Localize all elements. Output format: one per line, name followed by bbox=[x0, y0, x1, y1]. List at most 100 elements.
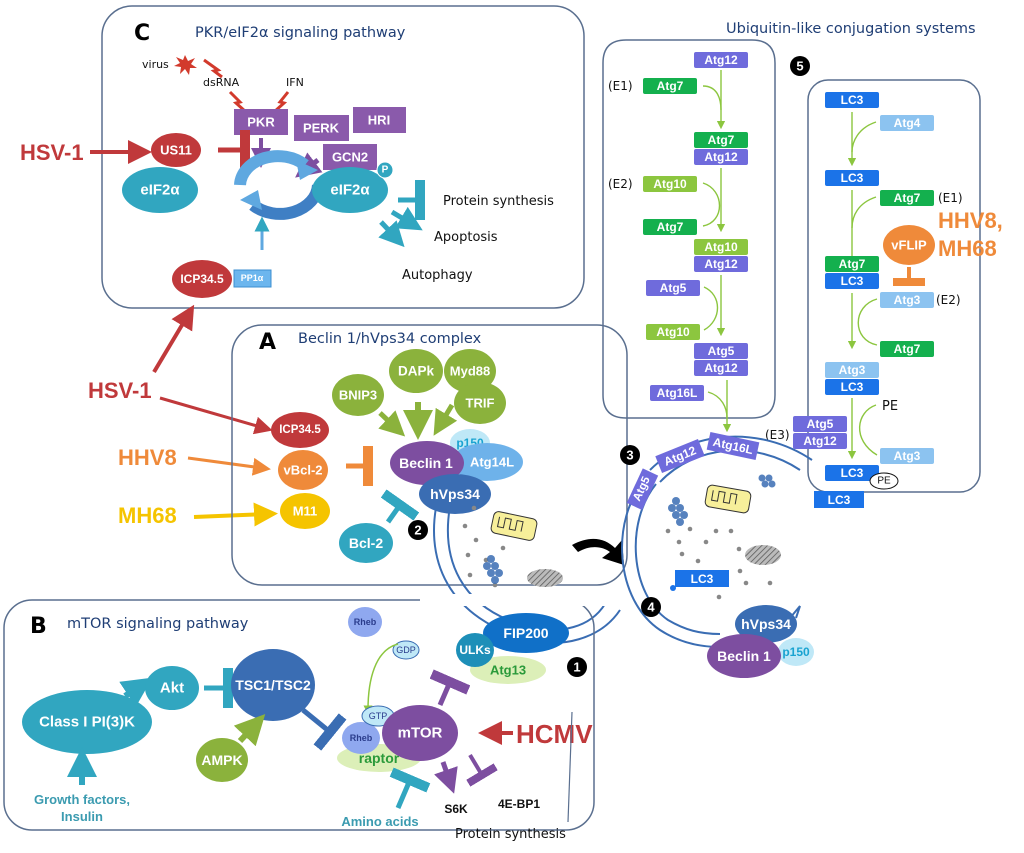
class1-pi3k-node: Class I PI(3)K bbox=[22, 690, 152, 754]
svg-text:M11: M11 bbox=[293, 504, 318, 519]
svg-text:Atg14L: Atg14L bbox=[470, 455, 514, 470]
atg7-out-left: Atg7 bbox=[643, 219, 697, 235]
virus-label: virus bbox=[142, 58, 169, 71]
dapk-node: DAPk bbox=[389, 349, 443, 393]
step-4-marker: 4 bbox=[641, 597, 661, 617]
svg-text:LC3: LC3 bbox=[841, 93, 864, 107]
ampk-node: AMPK bbox=[196, 738, 248, 782]
svg-text:GDP: GDP bbox=[396, 645, 416, 655]
ifn-label: IFN bbox=[286, 76, 304, 89]
pair1-atg7: Atg7 bbox=[694, 132, 748, 148]
lightning-dsrna bbox=[228, 90, 248, 114]
svg-text:Atg5: Atg5 bbox=[708, 344, 735, 358]
lightning-ifn bbox=[272, 91, 290, 114]
svg-text:vBcl-2: vBcl-2 bbox=[283, 463, 322, 478]
svg-text:ULKs: ULKs bbox=[459, 643, 491, 657]
svg-text:PE: PE bbox=[877, 476, 891, 487]
pair2-lc3: LC3 bbox=[825, 379, 879, 395]
atg14l-node: Atg14L bbox=[451, 443, 523, 481]
svg-text:eIF2α: eIF2α bbox=[140, 182, 180, 199]
cargo-dots bbox=[462, 505, 506, 588]
amino-acids-label: Amino acids bbox=[341, 814, 418, 829]
4ebp1-label: 4E-BP1 bbox=[498, 797, 540, 811]
icp345-node-a: ICP34.5 bbox=[271, 412, 329, 448]
hsv1-icp345c-arrow bbox=[152, 304, 195, 374]
svg-text:Atg7: Atg7 bbox=[657, 220, 684, 234]
svg-text:5: 5 bbox=[796, 59, 803, 74]
bcl2-node: Bcl-2 bbox=[339, 523, 393, 563]
arc-atg16l: Atg16L bbox=[706, 431, 760, 461]
lightning-dsrna-virus bbox=[203, 58, 223, 79]
svg-text:Atg7: Atg7 bbox=[894, 191, 921, 205]
mtor-node: mTOR bbox=[382, 705, 458, 761]
ampk-arrow bbox=[233, 714, 266, 747]
fip200-node: FIP200 bbox=[483, 613, 569, 653]
svg-text:PERK: PERK bbox=[303, 121, 340, 136]
svg-text:p150: p150 bbox=[782, 645, 810, 659]
atg3-e2: Atg3 bbox=[880, 292, 934, 308]
atg7-right-curve bbox=[851, 196, 877, 229]
e2-label-left: (E2) bbox=[608, 177, 633, 191]
hsv1-label-top: HSV-1 bbox=[20, 140, 84, 165]
svg-text:Atg7: Atg7 bbox=[839, 257, 866, 271]
svg-text:Atg4: Atg4 bbox=[894, 116, 921, 130]
gdp-node: GDP bbox=[392, 640, 420, 660]
atg5-curve bbox=[703, 286, 719, 331]
e2-label-right: (E2) bbox=[936, 293, 961, 307]
hsv1-icp345a-arrow bbox=[159, 396, 273, 435]
rheb-gdp-gtp-arrow bbox=[363, 643, 399, 715]
svg-text:Atg10: Atg10 bbox=[653, 177, 687, 191]
svg-text:3: 3 bbox=[626, 448, 633, 463]
svg-text:LC3: LC3 bbox=[841, 380, 864, 394]
trif-node: TRIF bbox=[454, 382, 506, 424]
svg-text:BNIP3: BNIP3 bbox=[339, 388, 377, 403]
atg7-out-right: Atg7 bbox=[880, 341, 934, 357]
mh68-m11-arrow bbox=[193, 502, 278, 527]
e1-label-right: (E1) bbox=[938, 191, 963, 205]
insulin-label: Insulin bbox=[61, 809, 103, 824]
tsc-node: TSC1/TSC2 bbox=[231, 649, 315, 721]
protein-aggregate-icon bbox=[483, 555, 503, 584]
svg-text:Atg3: Atg3 bbox=[894, 449, 921, 463]
rheb-gdp-node: Rheb bbox=[348, 607, 382, 637]
panel-a-letter: A bbox=[259, 330, 276, 355]
mtor-4ebp1-inhibit bbox=[466, 753, 498, 787]
hhv8-label: HHV8 bbox=[118, 445, 177, 470]
kinase-perk: PERK bbox=[294, 115, 349, 141]
step-1-marker: 1 bbox=[567, 657, 587, 677]
atg4: Atg4 bbox=[880, 115, 934, 131]
lc3-system-border bbox=[807, 79, 981, 493]
e3-atg5: Atg5 bbox=[793, 416, 847, 432]
svg-text:Atg10: Atg10 bbox=[704, 240, 738, 254]
svg-text:eIF2α: eIF2α bbox=[330, 182, 370, 199]
svg-text:1: 1 bbox=[573, 660, 580, 675]
lc3-pe: LC3 bbox=[825, 465, 879, 481]
bcl2-inhibit bbox=[380, 489, 420, 524]
svg-text:Atg16L: Atg16L bbox=[657, 386, 698, 400]
svg-text:Rheb: Rheb bbox=[354, 617, 377, 627]
pair1-atg7-right: Atg7 bbox=[825, 256, 879, 272]
svg-text:Atg5: Atg5 bbox=[660, 281, 687, 295]
pair2-atg12: Atg12 bbox=[694, 256, 748, 272]
atg10-e2-left: Atg10 bbox=[643, 176, 697, 192]
svg-text:LC3: LC3 bbox=[841, 274, 864, 288]
icp345-node-c: ICP34.5 bbox=[172, 260, 232, 298]
svg-text:FIP200: FIP200 bbox=[503, 625, 548, 641]
hvps34-node-b: hVps34 bbox=[735, 605, 797, 643]
beclin1-node-b: Beclin 1 bbox=[707, 634, 781, 678]
panel-c-letter: C bbox=[134, 21, 150, 46]
step-2-marker: 2 bbox=[408, 520, 428, 540]
atg10-out: Atg10 bbox=[646, 324, 700, 340]
svg-text:PP1α: PP1α bbox=[241, 273, 264, 283]
tsc-rheb-inhibit bbox=[301, 708, 347, 751]
atg12-system-panel bbox=[602, 39, 776, 419]
svg-text:TSC1/TSC2: TSC1/TSC2 bbox=[235, 677, 311, 693]
svg-text:DAPk: DAPk bbox=[398, 364, 435, 379]
s6k-label: S6K bbox=[444, 802, 468, 816]
kinase-pkr: PKR bbox=[234, 109, 288, 135]
dsrna-label: dsRNA bbox=[203, 76, 240, 89]
svg-text:raptor: raptor bbox=[359, 750, 400, 766]
atg16l-in: Atg16L bbox=[650, 385, 704, 401]
ulks-node: ULKs bbox=[456, 633, 494, 667]
lc3-inner-node: LC3 bbox=[670, 570, 729, 591]
